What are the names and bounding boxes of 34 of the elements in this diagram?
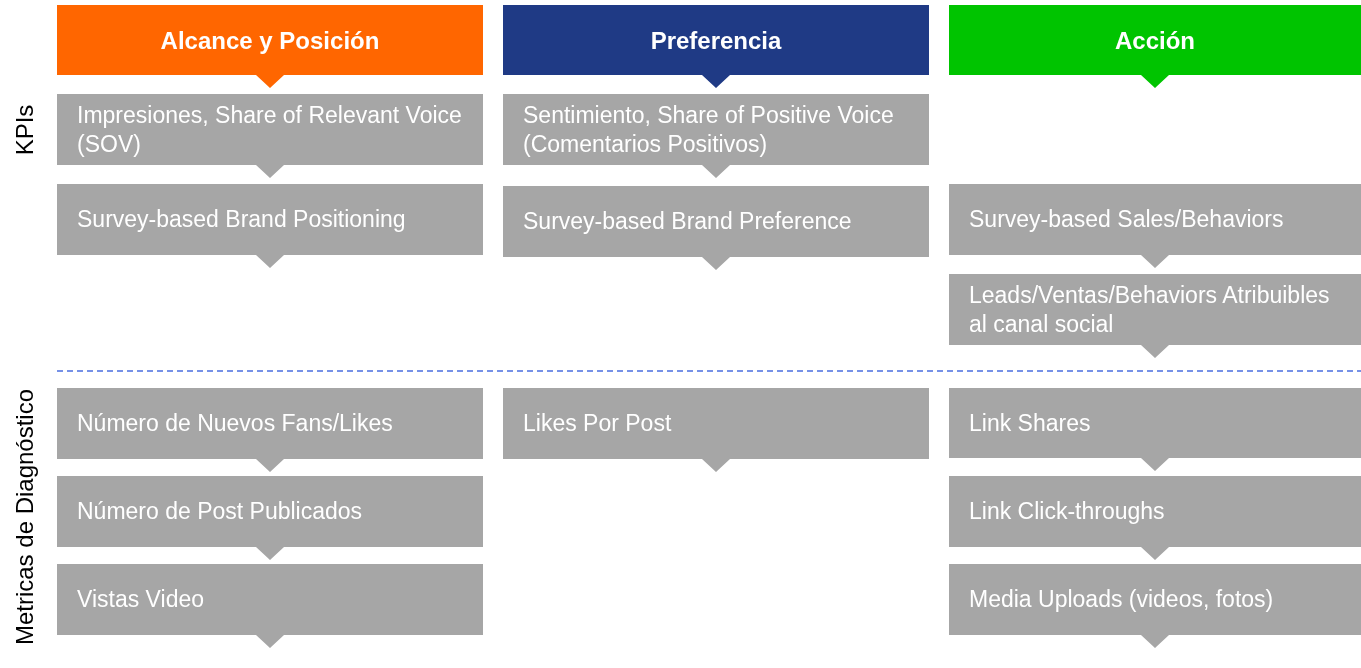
row-label: Metricas de Diagnóstico: [11, 388, 39, 646]
metric-text: Número de Nuevos Fans/Likes: [77, 409, 393, 438]
metric-text: Likes Por Post: [523, 409, 672, 438]
metric-callout: [949, 388, 1361, 471]
metric-text: Survey-based Brand Positioning: [77, 205, 406, 234]
metric-text: Media Uploads (videos, fotos): [969, 585, 1274, 614]
metric-callout: [503, 388, 929, 472]
metric-callout: [503, 186, 929, 270]
metric-text: Sentimiento, Share of Positive Voice (Comentarios Positivos): [523, 100, 895, 159]
metric-callout: [57, 476, 483, 560]
metric-text: Survey-based Brand Preference: [523, 207, 852, 236]
column-heading: Alcance y Posición: [160, 25, 380, 55]
metric-text: Link Click-throughs: [969, 497, 1165, 526]
metric-callout: [57, 184, 483, 268]
metric-callout: [949, 184, 1361, 268]
metric-callout: [57, 94, 483, 178]
header-callout: [949, 5, 1361, 88]
metric-text: Leads/Ventas/Behaviors Atribuibles al canal social: [969, 280, 1331, 339]
header-callout: [57, 5, 483, 88]
column-heading: Preferencia: [650, 25, 782, 55]
row-label: KPIs: [11, 104, 39, 156]
metric-text: Survey-based Sales/Behaviors: [969, 205, 1284, 234]
metric-callout: [949, 274, 1361, 358]
header-callout: [503, 5, 929, 88]
metric-text: Número de Post Publicados: [77, 497, 363, 526]
metric-callout: [57, 388, 483, 472]
metric-text: Impresiones, Share of Relevant Voice (SOV): [77, 100, 463, 159]
metric-callout: [949, 564, 1361, 648]
metric-callout: [57, 564, 483, 648]
metric-callout: [949, 476, 1361, 560]
metric-callout: [503, 94, 929, 178]
metric-text: Vistas Video: [77, 585, 205, 614]
metric-text: Link Shares: [969, 408, 1091, 438]
column-heading: Acción: [1115, 25, 1195, 55]
